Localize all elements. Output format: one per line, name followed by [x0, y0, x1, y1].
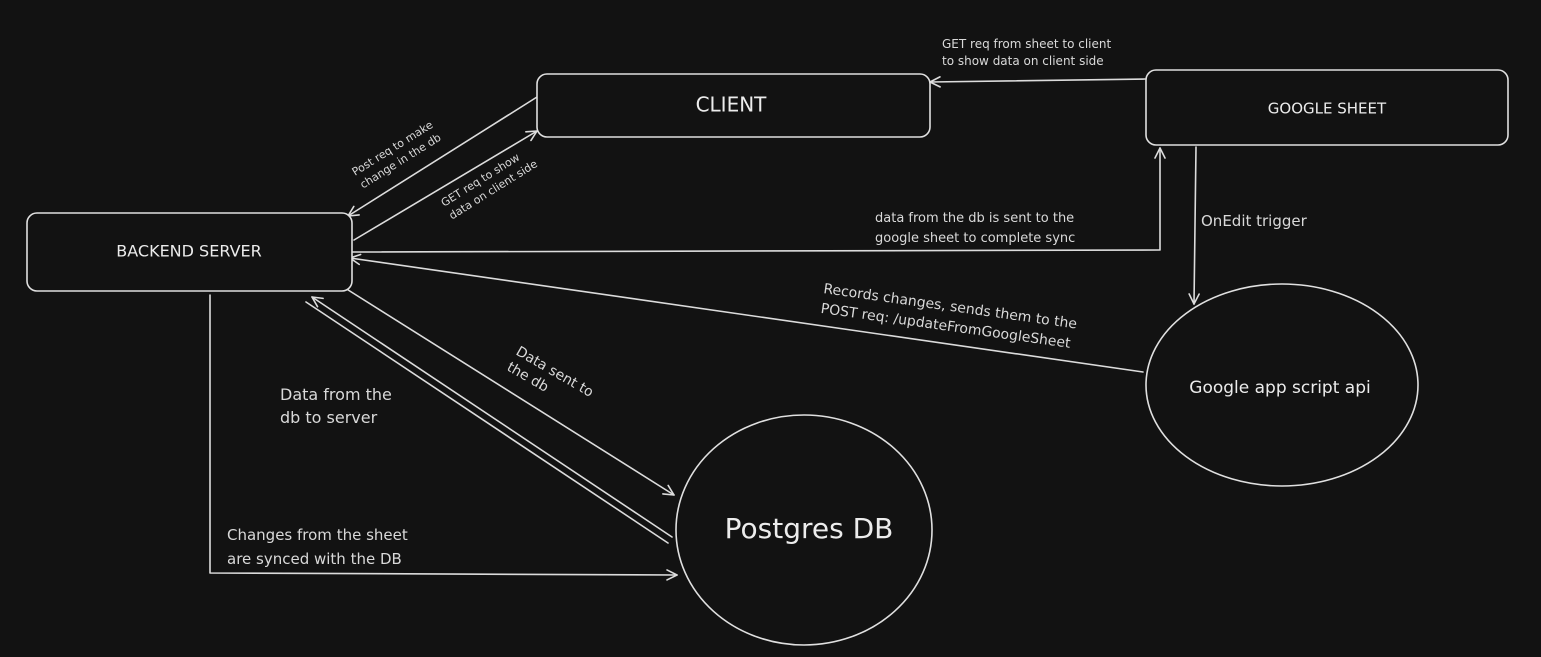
- edge-db-to-server-echo: [305, 301, 669, 544]
- node-google-sheet-label: GOOGLE SHEET: [1268, 100, 1387, 118]
- node-client: CLIENT: [536, 73, 931, 138]
- node-client-label: CLIENT: [696, 93, 768, 117]
- edge-script-to-backend: [349, 253, 1144, 373]
- edge-sheet-to-client: [929, 76, 1146, 88]
- edge-onedit-trigger: [1188, 146, 1200, 305]
- edge-db-to-server: [311, 296, 673, 538]
- label-client-post: Post req to make change in the db: [350, 116, 446, 191]
- label-client-get: GET req to show data on client side: [439, 144, 540, 222]
- label-backend-to-sheet: data from the db is sent to the google s…: [875, 211, 1078, 246]
- edge-client-get: [353, 130, 538, 241]
- node-apps-script: Google app script api: [1145, 283, 1419, 487]
- node-apps-script-label: Google app script api: [1189, 378, 1370, 398]
- label-sent-to-db: Data sent to the db: [504, 344, 600, 419]
- label-sheet-to-client: GET req from sheet to client to show dat…: [942, 37, 1115, 68]
- node-postgres-label: Postgres DB: [725, 512, 894, 545]
- edge-sheet-changes: [209, 294, 678, 581]
- edge-client-post: [347, 96, 538, 217]
- node-google-sheet: GOOGLE SHEET: [1145, 69, 1509, 146]
- node-postgres: Postgres DB: [675, 414, 933, 646]
- label-script-to-backend: Records changes, sends them to the POST …: [820, 281, 1083, 353]
- edge-backend-to-sheet: [351, 147, 1166, 253]
- node-backend-server: BACKEND SERVER: [26, 212, 353, 292]
- node-backend-label: BACKEND SERVER: [116, 242, 261, 261]
- label-db-to-server: Data from the db to server: [280, 385, 397, 427]
- label-onedit-trigger: OnEdit trigger: [1201, 212, 1308, 230]
- label-sheet-changes: Changes from the sheet are synced with t…: [227, 526, 413, 568]
- edge-sent-to-db: [344, 287, 675, 496]
